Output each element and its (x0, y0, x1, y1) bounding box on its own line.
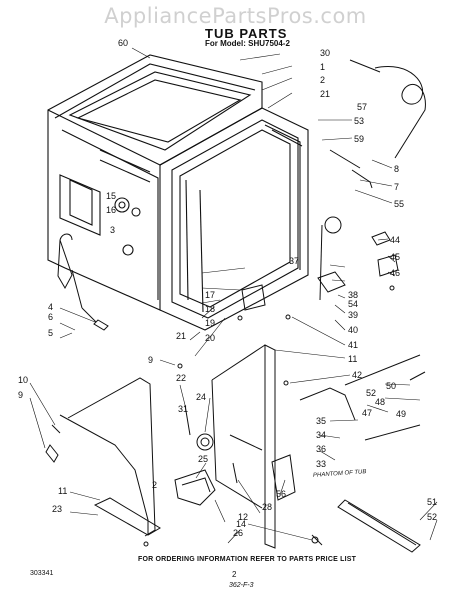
callout-label: 9 (18, 390, 23, 400)
callout-label: 52 (427, 512, 437, 522)
callout-label: 4 (48, 302, 53, 312)
model-number: For Model: SHU7504-2 (205, 39, 290, 48)
page-number: 2 (232, 570, 237, 579)
callout-labels: 60 30 1 2 21 57 53 59 8 7 55 15 16 3 44 … (18, 38, 437, 538)
callout-label: 38 (348, 290, 358, 300)
callout-label: 19 (205, 318, 215, 328)
callout-label: 7 (394, 182, 399, 192)
callout-label: 1 (320, 62, 325, 72)
callout-label: 11 (58, 486, 67, 496)
callout-label: 5 (48, 328, 53, 338)
callout-label: 3 (110, 225, 115, 235)
callout-label: 9 (148, 355, 153, 365)
callout-label: 10 (18, 375, 28, 385)
callout-label: 53 (354, 116, 364, 126)
callout-label: 35 (316, 416, 326, 426)
ordering-note: FOR ORDERING INFORMATION REFER TO PARTS … (138, 556, 357, 563)
callout-label: 26 (233, 528, 243, 538)
callout-label: 33 (316, 459, 326, 469)
diagram-title: TUB PARTS (205, 26, 288, 41)
callout-label: 60 (118, 38, 128, 48)
lower-frame-parts (45, 59, 426, 553)
callout-label: 22 (176, 373, 186, 383)
callout-label: 59 (354, 134, 364, 144)
callout-label: 24 (196, 392, 206, 402)
callout-label: 17 (205, 290, 215, 300)
tub-body (47, 54, 309, 331)
callout-label: 51 (427, 497, 437, 507)
callout-label: 12 (238, 512, 248, 522)
callout-label: 41 (348, 340, 358, 350)
callout-label: 44 (390, 235, 400, 245)
callout-label: 2 (320, 75, 325, 85)
callout-label: 20 (205, 333, 215, 343)
callout-label: 8 (394, 164, 399, 174)
callout-label: 40 (348, 325, 358, 335)
callout-label: 11 (348, 354, 357, 364)
callout-label: 42 (352, 370, 362, 380)
callout-label: 56 (276, 489, 286, 499)
callout-label: 37 (289, 256, 299, 266)
callout-label: 48 (375, 397, 385, 407)
callout-label: 34 (316, 430, 326, 440)
callout-label: 30 (320, 48, 330, 58)
callout-label: 21 (176, 331, 186, 341)
callout-label: 52 (366, 388, 376, 398)
callout-label: 28 (262, 502, 272, 512)
callout-label: 54 (348, 299, 358, 309)
leader-lines (29, 47, 438, 544)
callout-label: 25 (198, 454, 208, 464)
callout-label: 23 (52, 504, 62, 514)
callout-label: 6 (48, 312, 53, 322)
callout-label: 36 (316, 444, 326, 454)
callout-label: 2 (152, 480, 157, 490)
callout-label: 15 (106, 191, 116, 201)
callout-label: 16 (106, 205, 116, 215)
callout-label: 18 (205, 304, 215, 314)
document-code: 303341 (30, 570, 54, 577)
callout-label: 39 (348, 310, 358, 320)
callout-label: 31 (178, 404, 188, 414)
callout-label: 57 (357, 102, 367, 112)
callout-label: 55 (394, 199, 404, 209)
callout-label: 47 (362, 408, 372, 418)
callout-label: 14 (236, 519, 246, 529)
callout-label: 21 (320, 89, 330, 99)
callout-label: 50 (386, 381, 396, 391)
callout-label: 49 (396, 409, 406, 419)
callout-label: 46 (390, 268, 400, 278)
callout-label: 45 (390, 252, 400, 262)
revision-code: 362-F-3 (229, 582, 254, 589)
